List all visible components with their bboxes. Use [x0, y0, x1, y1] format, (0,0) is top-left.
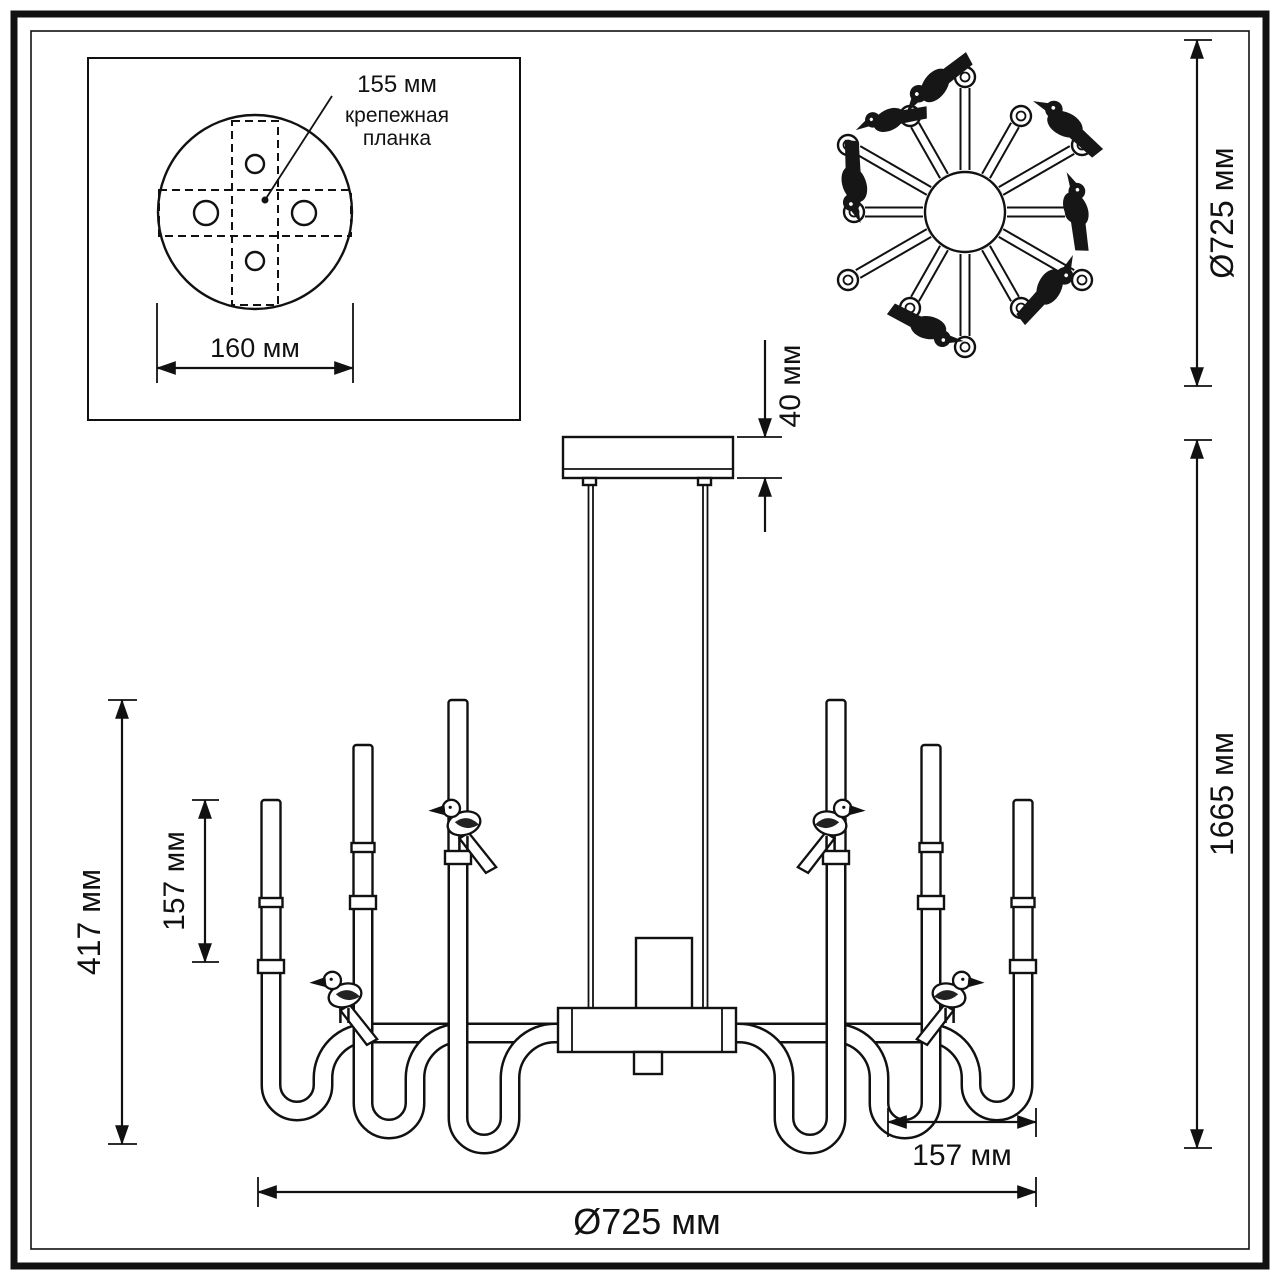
- inner-frame: [30, 30, 1250, 1250]
- suspension-rods: [587, 484, 709, 1010]
- candle-ring: [350, 841, 376, 854]
- mounting-bar-label-line1: крепежная: [345, 104, 449, 127]
- candle-socket: [821, 849, 851, 866]
- central-tube: [634, 936, 694, 1012]
- candle-left-outer: [260, 798, 282, 968]
- outer-frame: [10, 10, 1270, 1270]
- arm-right-inner: [731, 853, 847, 1155]
- screw-hole-right: [290, 199, 318, 227]
- dim-arm-height: 417 мм: [71, 699, 137, 1145]
- dim-candle-span-right: 157 мм: [887, 1108, 1037, 1172]
- inset-border: [87, 57, 521, 421]
- dim-front-diameter-label: Ø725 мм: [573, 1201, 721, 1242]
- dim-canopy-height: 40 мм: [737, 340, 807, 532]
- candle-ring: [1010, 896, 1036, 909]
- arm-left-middle: [352, 898, 563, 1140]
- screw-hole-left: [192, 199, 220, 227]
- candle-socket: [256, 958, 286, 975]
- canopy-rod-joint-left: [581, 476, 598, 487]
- arm-left-inner: [447, 853, 563, 1155]
- dim-top-diameter: Ø725 мм: [1184, 39, 1240, 387]
- arm-left-outer: [260, 962, 563, 1122]
- arm-right-outer: [731, 962, 1034, 1122]
- candle-socket: [443, 849, 473, 866]
- dim-total-height-label: 1665 мм: [1204, 732, 1240, 856]
- mounting-bar-horizontal: [158, 189, 352, 237]
- canopy-rod-joint-right: [696, 476, 713, 487]
- candle-socket: [1008, 958, 1038, 975]
- dim-front-diameter: Ø725 мм: [257, 1177, 1037, 1242]
- candle-socket: [916, 894, 946, 911]
- dim-160: 160 мм: [156, 303, 354, 383]
- dim-canopy-height-label: 40 мм: [774, 345, 807, 428]
- hub-bar: [556, 1006, 738, 1054]
- dim-155-label: 155 мм: [357, 71, 437, 98]
- top-view-rays: [855, 88, 1075, 336]
- screw-hole-top: [244, 153, 266, 175]
- top-view-hub: [923, 170, 1007, 254]
- mounting-bar-label-line2: планка: [363, 127, 432, 150]
- candle-ring: [918, 841, 944, 854]
- candle-right-middle: [920, 743, 942, 905]
- dim-candle-height-left-label: 157 мм: [158, 831, 191, 931]
- hub-bottom-finial: [632, 1050, 664, 1076]
- dim-160-label: 160 мм: [210, 333, 300, 363]
- candle-right-outer: [1012, 798, 1034, 968]
- candle-ring: [258, 896, 284, 909]
- mounting-plate-inset: 155 мм крепежная планка 160 мм: [87, 57, 521, 421]
- screw-hole-bottom: [244, 250, 266, 272]
- dim-top-diameter-label: Ø725 мм: [1204, 147, 1240, 278]
- mounting-bar-vertical: [231, 120, 279, 306]
- dim-candle-height-left: 157 мм: [158, 799, 219, 963]
- dim-candle-span-right-label: 157 мм: [912, 1139, 1012, 1172]
- dim-total-height: 1665 мм: [1184, 439, 1240, 1149]
- leader-line: [264, 95, 333, 201]
- chandelier-top-view: Ø725 мм: [822, 38, 1240, 387]
- candle-left-middle: [352, 743, 374, 905]
- chandelier-front-view: 40 мм 1665 мм 417 мм 157 мм: [71, 340, 1240, 1242]
- candles: [256, 698, 1038, 975]
- candle-socket: [348, 894, 378, 911]
- dim-arm-height-label: 417 мм: [71, 869, 107, 975]
- ceiling-canopy: [561, 435, 735, 480]
